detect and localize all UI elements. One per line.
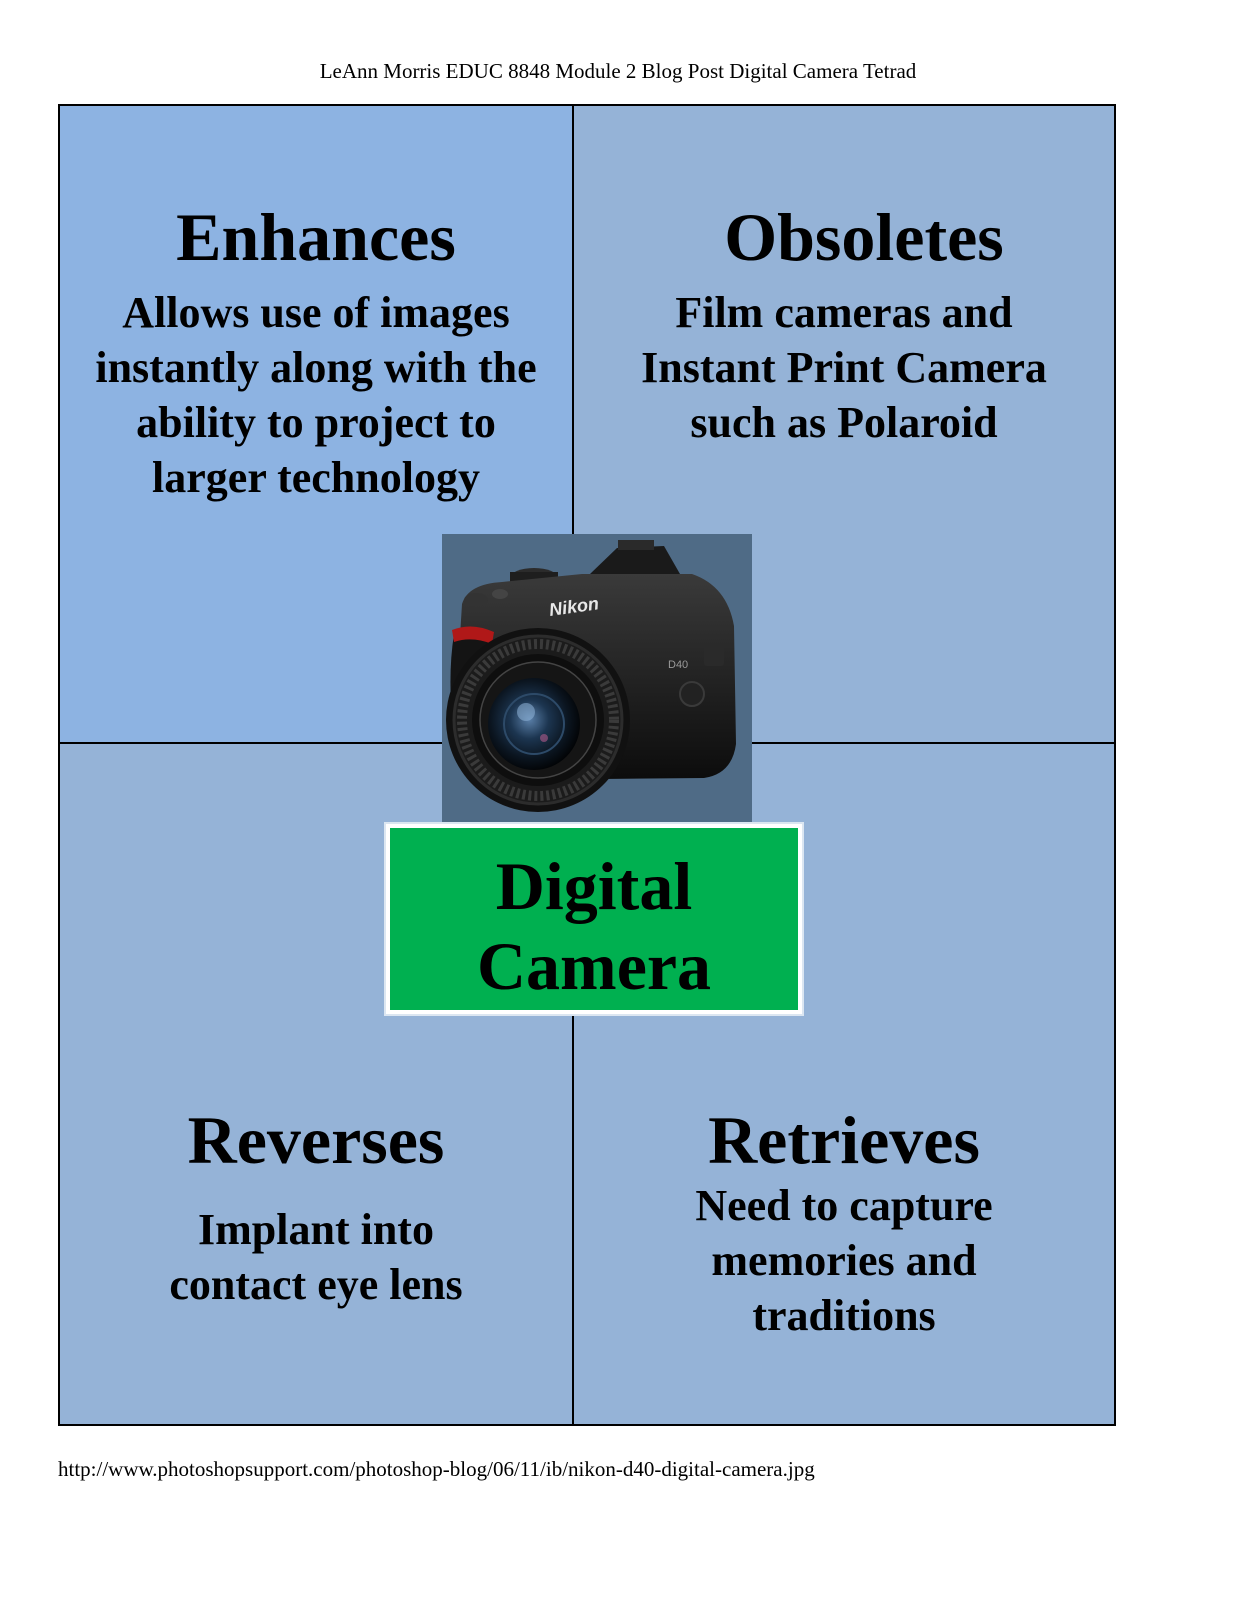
obsoletes-line: Instant Print Camera [641, 343, 1047, 392]
obsoletes-line: Film cameras and [675, 288, 1013, 337]
quadrant-retrieves: Retrieves Need to capture memories and t… [574, 744, 1114, 1424]
reverses-line: contact eye lens [169, 1260, 463, 1309]
enhances-title: Enhances [176, 199, 456, 275]
camera-photo: Nikon D40 [442, 534, 752, 827]
enhances-line: instantly along with the [95, 343, 537, 392]
camera-model-text: D40 [668, 659, 688, 671]
quadrant-reverses: Reverses Implant into contact eye lens [60, 744, 574, 1424]
page-header: LeAnn Morris EDUC 8848 Module 2 Blog Pos… [319, 59, 917, 83]
source-url: http://www.photoshopsupport.com/photosho… [58, 1457, 815, 1481]
retrieves-title: Retrieves [708, 1102, 980, 1178]
enhances-line: ability to project to [136, 398, 496, 447]
quadrant-enhances: Enhances Allows use of images instantly … [60, 106, 574, 744]
tetrad-grid: Enhances Allows use of images instantly … [58, 104, 1116, 1426]
obsoletes-title: Obsoletes [724, 199, 1004, 275]
quadrant-obsoletes: Obsoletes Film cameras and Instant Print… [574, 106, 1114, 744]
retrieves-line: memories and [711, 1236, 977, 1285]
center-label-digital-camera: Digital Camera [384, 822, 804, 1016]
center-label-line: Digital [495, 848, 693, 924]
enhances-line: larger technology [152, 453, 480, 502]
reverses-line: Implant into [198, 1205, 434, 1254]
camera-icon: Nikon D40 [446, 540, 736, 812]
obsoletes-line: such as Polaroid [690, 398, 998, 447]
retrieves-line: traditions [752, 1291, 936, 1340]
reverses-title: Reverses [187, 1102, 445, 1178]
center-label-line: Camera [476, 928, 712, 1004]
retrieves-line: Need to capture [695, 1181, 993, 1230]
enhances-line: Allows use of images [122, 288, 510, 337]
